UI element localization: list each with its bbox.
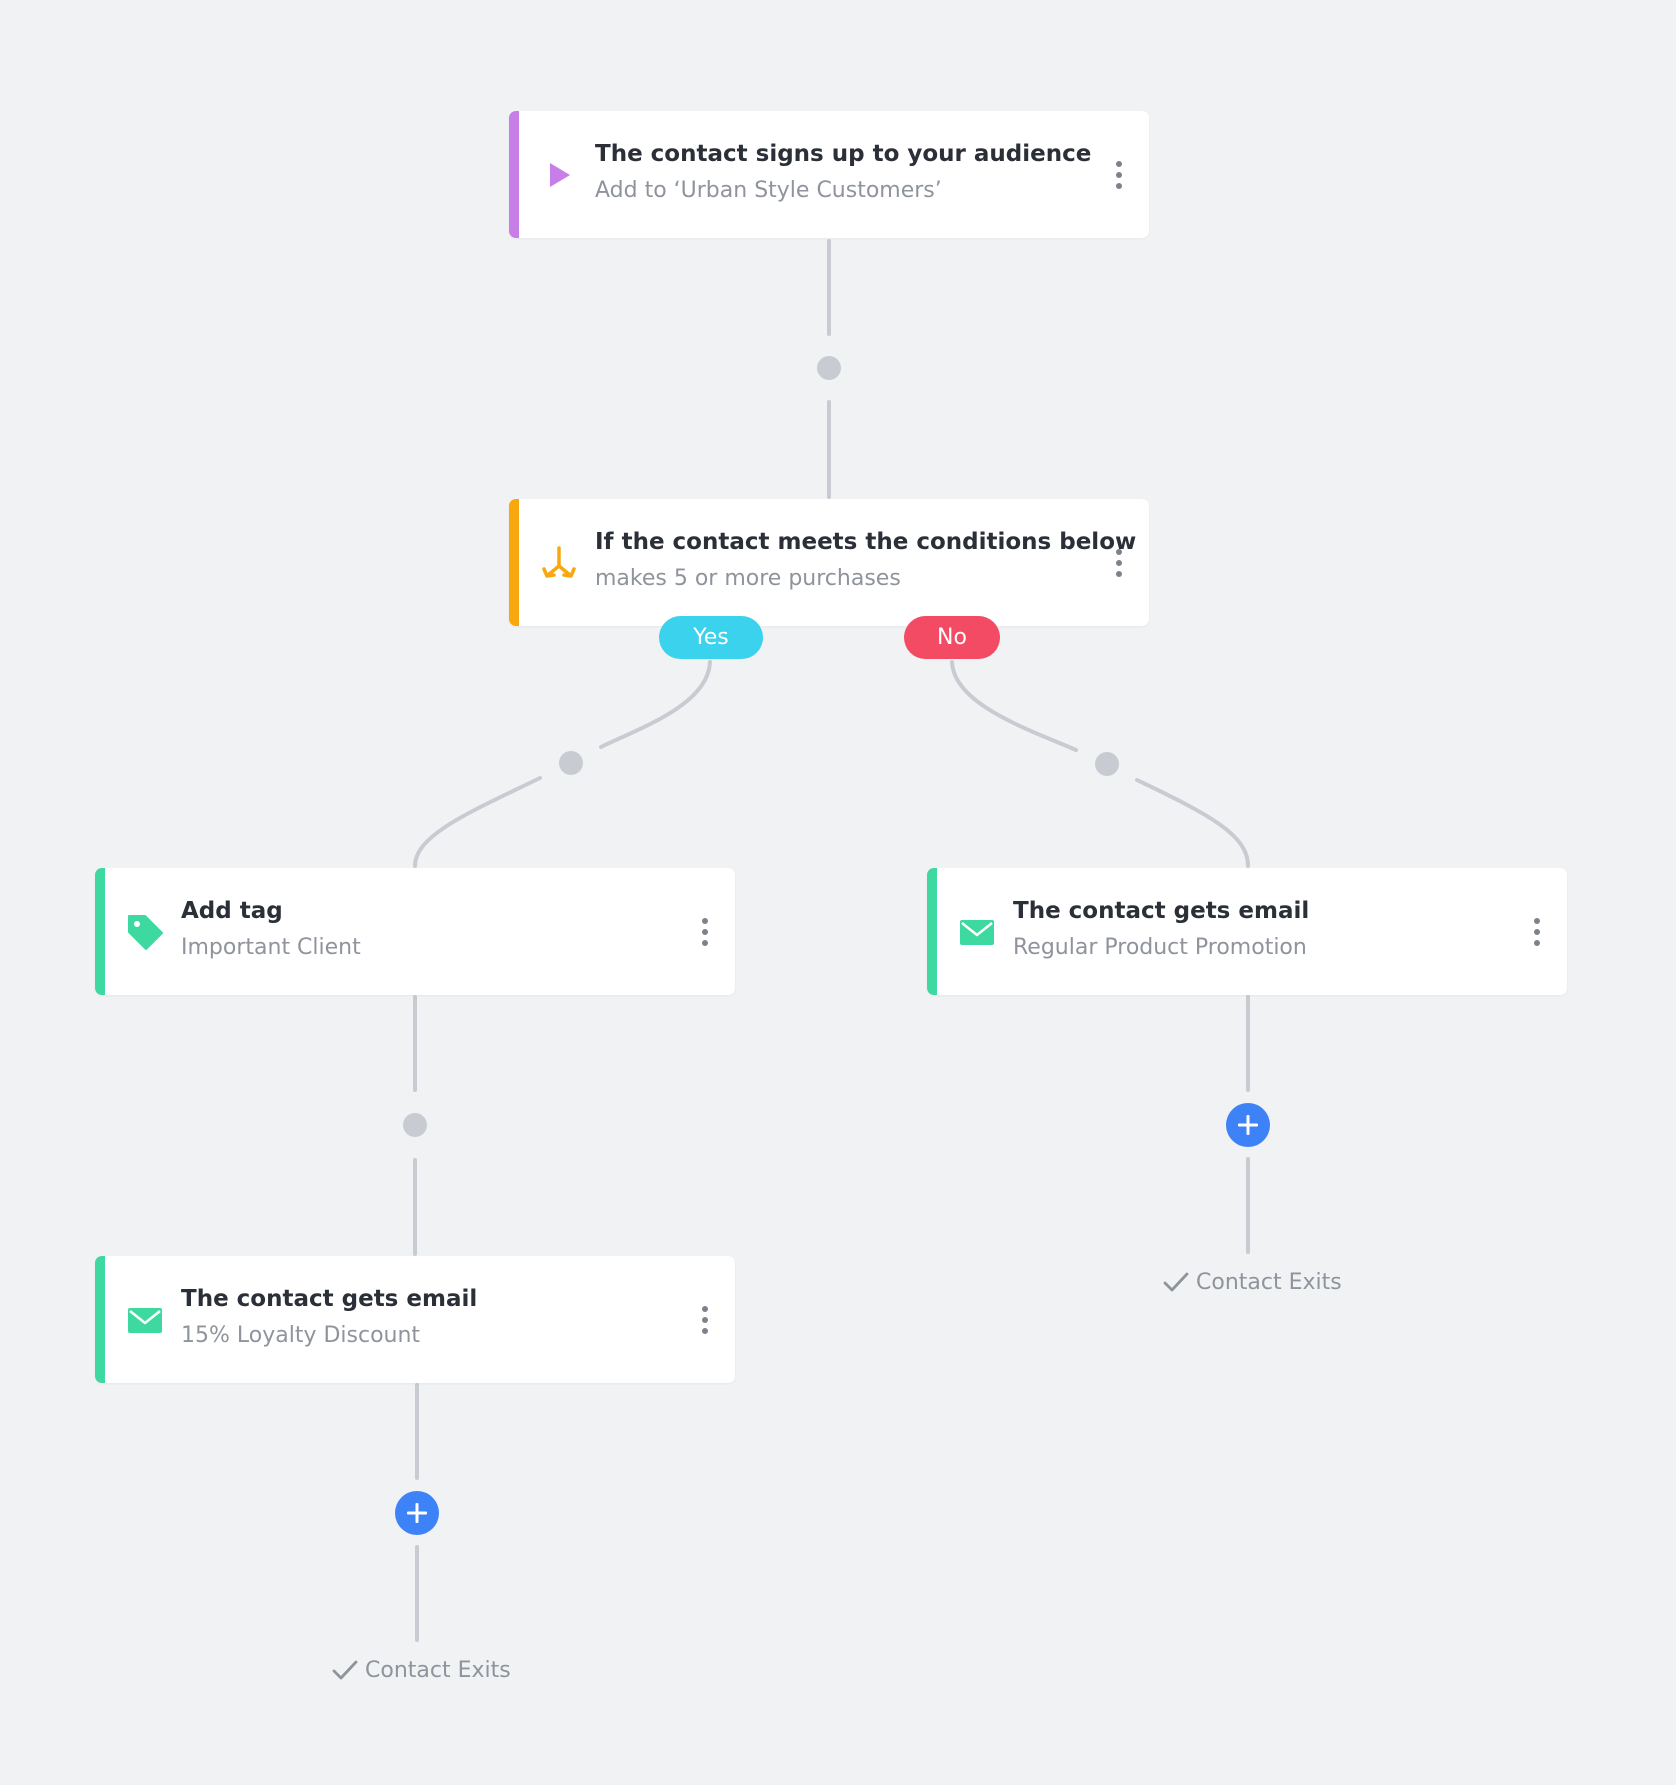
condition-card[interactable]: If the contact meets the conditions belo… (509, 499, 1149, 626)
more-options-icon[interactable] (695, 911, 715, 953)
play-icon (550, 163, 570, 187)
contact-exits: Contact Exits (331, 1655, 511, 1685)
yes-email-card[interactable]: The contact gets email 15% Loyalty Disco… (95, 1256, 735, 1383)
card-accent (95, 868, 105, 995)
contact-exits: Contact Exits (1162, 1267, 1342, 1297)
connector-node (817, 356, 841, 380)
more-options-icon[interactable] (1527, 911, 1547, 953)
card-title: The contact gets email (1013, 898, 1310, 924)
card-title: The contact signs up to your audience (595, 141, 1092, 167)
card-subtitle: Add to ‘Urban Style Customers’ (595, 178, 942, 203)
more-options-icon[interactable] (1109, 154, 1129, 196)
yes-branch-label[interactable]: Yes (659, 616, 763, 659)
card-accent (927, 868, 937, 995)
connector-no-upper (950, 660, 1078, 752)
add-tag-card[interactable]: Add tag Important Client (95, 868, 735, 995)
card-accent (509, 499, 519, 626)
card-title: Add tag (181, 898, 283, 924)
checkmark-icon (332, 1660, 358, 1680)
card-title: If the contact meets the conditions belo… (595, 529, 1137, 555)
card-subtitle: Important Client (181, 935, 361, 960)
add-step-button[interactable] (1226, 1103, 1270, 1147)
connector-yes-upper (599, 660, 712, 749)
connector-node (559, 751, 583, 775)
card-subtitle: makes 5 or more purchases (595, 566, 901, 591)
more-options-icon[interactable] (695, 1299, 715, 1341)
exit-label: Contact Exits (1196, 1269, 1342, 1295)
checkmark-icon (1163, 1272, 1189, 1292)
connector-node (403, 1113, 427, 1137)
connector-yes-lower (413, 776, 542, 868)
envelope-icon (960, 920, 994, 945)
card-title: The contact gets email (181, 1286, 478, 1312)
add-step-button[interactable] (395, 1491, 439, 1535)
envelope-icon (128, 1308, 162, 1333)
card-subtitle: 15% Loyalty Discount (181, 1323, 421, 1348)
trigger-card[interactable]: The contact signs up to your audience Ad… (509, 111, 1149, 238)
card-accent (95, 1256, 105, 1383)
connector-no-lower (1135, 778, 1250, 868)
card-subtitle: Regular Product Promotion (1013, 935, 1307, 960)
more-options-icon[interactable] (1109, 542, 1129, 584)
exit-label: Contact Exits (365, 1657, 511, 1683)
split-arrows-icon (542, 546, 576, 578)
tag-icon (128, 915, 163, 950)
no-email-card[interactable]: The contact gets email Regular Product P… (927, 868, 1567, 995)
connector-node (1095, 752, 1119, 776)
no-branch-label[interactable]: No (904, 616, 1000, 659)
card-accent (509, 111, 519, 238)
